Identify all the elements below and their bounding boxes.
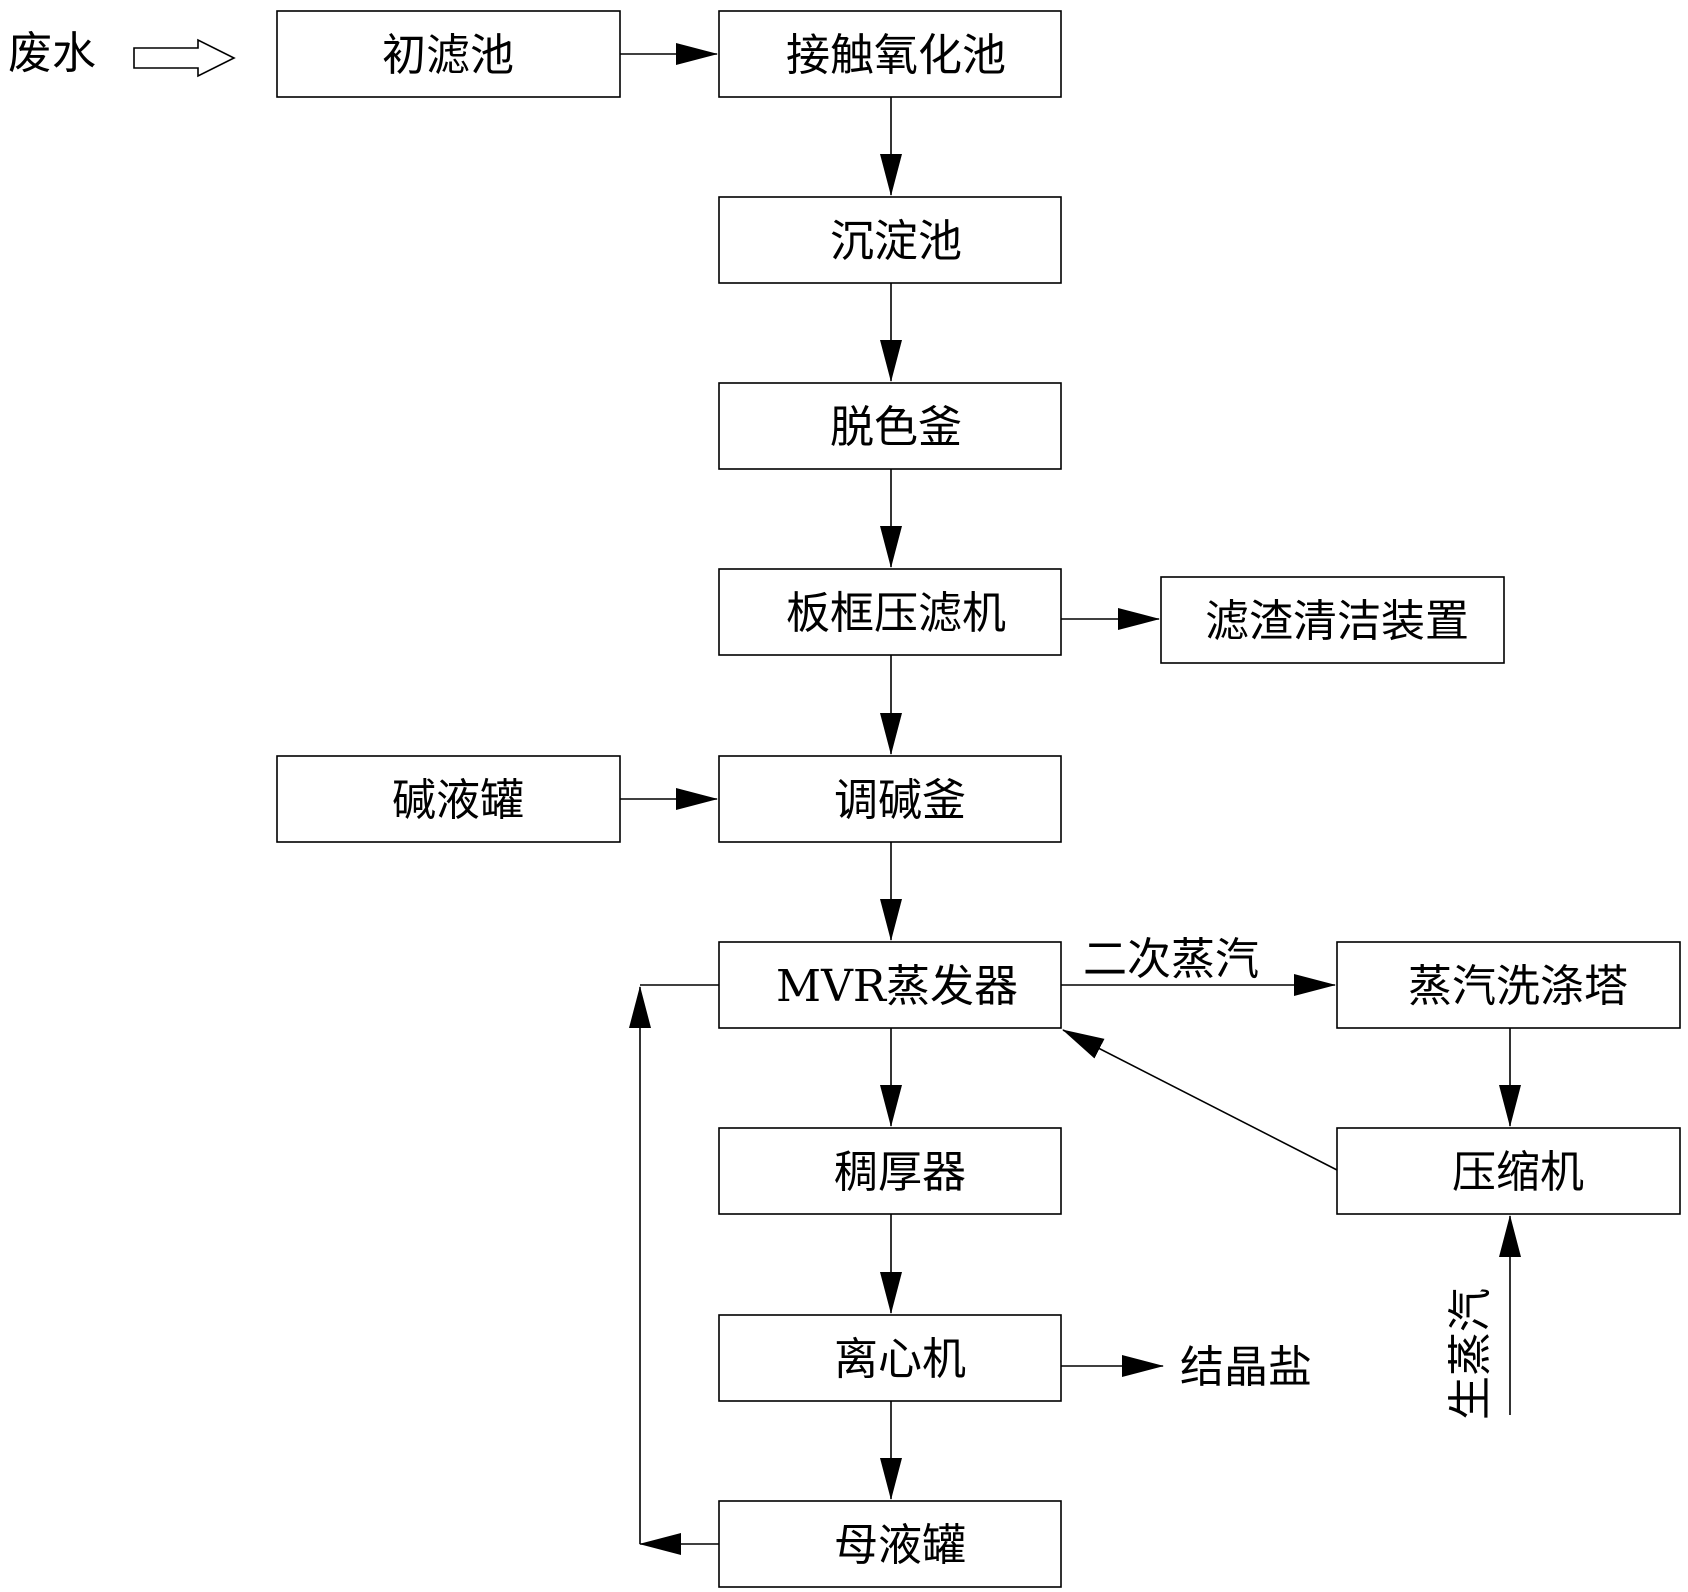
node-alkali-adjust: 调碱釜: [718, 755, 1062, 843]
node-contact-oxidation: 接触氧化池: [718, 10, 1062, 98]
arrow-compressor-to-mvr: [1062, 1029, 1338, 1171]
node-mvr-evaporator: MVR蒸发器: [718, 941, 1062, 1029]
label-crystal-salt: 结晶盐: [1180, 1342, 1312, 1393]
hollow-arrow-icon: [133, 38, 236, 78]
node-label: 接触氧化池: [786, 30, 1006, 81]
node-label: 稠厚器: [834, 1147, 966, 1198]
node-centrifuge: 离心机: [718, 1314, 1062, 1402]
node-label: 沉淀池: [830, 216, 962, 267]
node-label: 板框压滤机: [786, 588, 1006, 639]
node-prefilter: 初滤池: [276, 10, 621, 98]
node-label: 调碱釜: [834, 775, 966, 826]
node-label: 初滤池: [382, 30, 514, 81]
node-label: 滤渣清洁装置: [1205, 596, 1469, 647]
node-sedimentation: 沉淀池: [718, 196, 1062, 284]
node-label: 脱色釜: [830, 402, 962, 453]
node-label: 母液罐: [834, 1520, 966, 1571]
node-label: 碱液罐: [392, 775, 524, 826]
node-label: 蒸汽洗涤塔: [1408, 961, 1628, 1012]
label-live-steam: 生蒸汽: [1445, 1288, 1496, 1420]
node-filter-press: 板框压滤机: [718, 568, 1062, 656]
node-mother-liquor-tank: 母液罐: [718, 1500, 1062, 1588]
label-secondary-steam: 二次蒸汽: [1083, 934, 1259, 985]
node-alkali-tank: 碱液罐: [276, 755, 621, 843]
node-label: 离心机: [834, 1334, 966, 1385]
node-label: MVR蒸发器: [776, 961, 1018, 1012]
node-residue-cleaning: 滤渣清洁装置: [1160, 576, 1505, 664]
source-label-wastewater: 废水: [8, 28, 96, 79]
node-compressor: 压缩机: [1336, 1127, 1681, 1215]
node-steam-scrubber: 蒸汽洗涤塔: [1336, 941, 1681, 1029]
node-thickener: 稠厚器: [718, 1127, 1062, 1215]
node-label: 压缩机: [1452, 1147, 1584, 1198]
node-decolorization: 脱色釜: [718, 382, 1062, 470]
